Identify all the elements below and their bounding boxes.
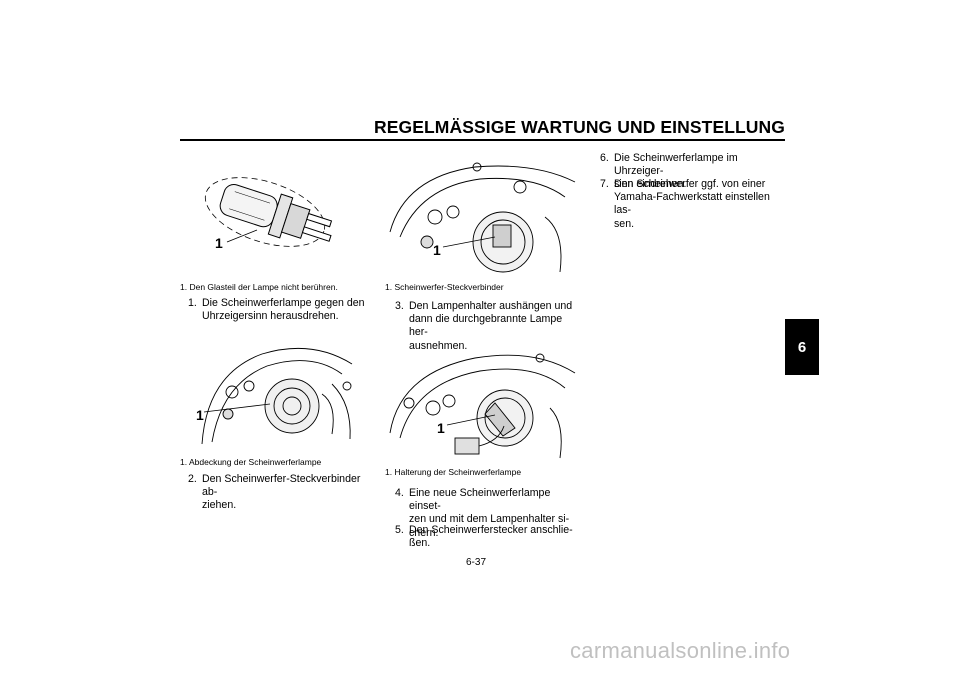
step-3: 3. Den Lampenhalter aushängen und dann d… [395,300,580,353]
step-number: 7. [600,178,609,190]
step-4: 4. Eine neue Scheinwerferlampe einset- z… [395,487,580,540]
step-number: 4. [395,487,404,499]
bulb-illustration: 1 [204,177,333,251]
page-title: REGELMÄSSIGE WARTUNG UND EINSTELLUNG [374,117,785,137]
step-5: 5. Den Scheinwerferstecker anschlie- ßen… [395,524,580,550]
step-number: 3. [395,300,404,312]
caption-fig4: 1. Halterung der Scheinwerferlampe [385,467,522,477]
figure-bulb: 1 [195,160,365,275]
step-2: 2. Den Scheinwerfer-Steckverbinder ab- z… [188,473,373,513]
step-number: 1. [188,297,197,309]
step-text: Den Scheinwerferstecker anschlie- ßen. [409,524,573,550]
page-number: 6-37 [466,557,487,568]
step-text: Eine neue Scheinwerferlampe einset- zen … [409,487,570,539]
step-text: Die Scheinwerferlampe im Uhrzeiger- sinn… [614,152,738,191]
step-number: 5. [395,524,404,536]
step-6: 6. Die Scheinwerferlampe im Uhrzeiger- s… [600,152,785,192]
callout-1: 1 [437,420,445,436]
caption-fig1: 1. Den Glasteil der Lampe nicht berühren… [180,282,338,292]
step-text: Den Lampenhalter aushängen und dann die … [409,300,573,352]
step-number: 2. [188,473,197,485]
step-text: Den Scheinwerfer-Steckverbinder ab- zieh… [202,473,361,512]
connector-illustration: 1 [389,162,576,273]
step-text: Den Scheinwerfer ggf. von einer Yamaha-F… [614,178,770,230]
holder-illustration: 1 [389,353,576,459]
callout-1: 1 [433,242,441,258]
step-1: 1. Die Scheinwerferlampe gegen den Uhrze… [188,297,368,323]
caption-fig3: 1. Scheinwerfer-Steckverbinder [385,282,504,292]
callout-1: 1 [196,407,204,423]
step-text: Die Scheinwerferlampe gegen den Uhrzeige… [202,297,365,323]
step-number: 6. [600,152,609,164]
figure-headlight-cover: 1 [192,334,362,454]
watermark: carmanualsonline.info [570,638,791,663]
callout-1: 1 [215,235,223,251]
cover-illustration: 1 [196,347,353,445]
caption-fig2: 1. Abdeckung der Scheinwerferlampe [180,457,322,467]
step-7: 7. Den Scheinwerfer ggf. von einer Yamah… [600,178,785,231]
figure-connector: 1 [385,157,580,279]
figure-bulb-holder: 1 [385,343,580,463]
chapter-tab[interactable]: 6 [785,319,819,375]
title-rule [180,139,785,141]
